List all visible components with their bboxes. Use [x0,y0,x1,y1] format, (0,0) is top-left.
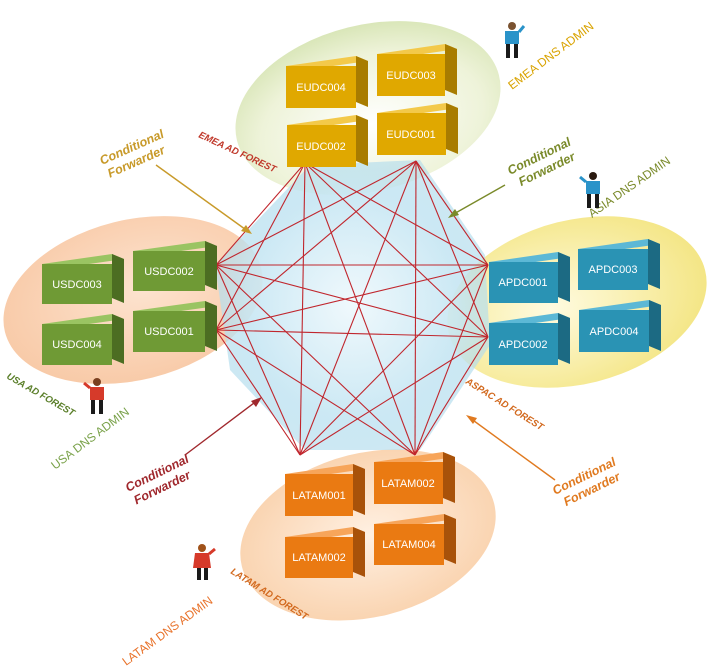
dc-label-apdc003: APDC003 [589,264,638,276]
forwarder-top-right-arrow [451,184,506,216]
dc-label-usdc002: USDC002 [144,266,194,278]
forwarder-top-right-label: Conditional Forwarder [505,133,583,191]
forwarder-bottom-left: Conditional Forwarder [123,397,262,508]
dc-label-usdc001: USDC001 [144,326,194,338]
emea-admin-person-icon [505,22,526,58]
mesh-line [215,160,417,331]
mesh-line [299,160,417,456]
usa-admin-label: USA DNS ADMIN [48,405,132,473]
mesh-line [304,162,416,456]
latam-admin-person-icon [193,544,216,580]
asia-admin-person-icon [579,172,600,208]
usa-admin-person-icon [83,378,104,414]
forwarder-top-left-arrow [155,164,250,233]
latam-forest-area [240,449,496,621]
mesh-line [299,264,489,456]
dc-label-latam004: LATAM004 [382,539,435,551]
forwarder-bottom-right-arrow [469,417,556,481]
forwarder-top-left: Conditional Forwarder [98,126,252,234]
emea-dc-group: EUDC004 EUDC003 EUDC002 EUDC001 [286,44,458,167]
dc-box-usdc001[interactable]: USDC001 [133,301,217,352]
mesh-line [215,264,301,456]
dc-box-apdc002[interactable]: APDC002 [489,313,570,365]
mesh-line [299,336,489,456]
dc-label-eudc004: EUDC004 [296,82,346,94]
mesh-line [304,162,489,266]
mesh-line [215,264,416,456]
dc-label-eudc001: EUDC001 [386,129,436,141]
latam-dc-group: LATAM001 LATAM002 LATAM002 LATAM004 [285,452,456,578]
forwarder-bottom-left-arrow [184,399,259,456]
dc-box-apdc003[interactable]: APDC003 [578,239,660,290]
dc-box-usdc004[interactable]: USDC004 [42,314,124,365]
central-hub [215,160,490,450]
dc-box-apdc001[interactable]: APDC001 [489,252,570,303]
asia-dc-group: APDC001 APDC003 APDC002 APDC004 [489,239,661,365]
dc-box-apdc004[interactable]: APDC004 [579,300,661,352]
forwarder-bottom-left-label: Conditional Forwarder [123,450,201,508]
mesh-line [215,329,489,338]
mesh-line [215,329,301,456]
dc-box-usdc002[interactable]: USDC002 [133,241,217,291]
mesh-line [215,162,306,266]
mesh-line [215,329,416,456]
mesh-line [215,162,306,331]
dc-box-usdc003[interactable]: USDC003 [42,254,124,304]
dc-box-eudc001[interactable]: EUDC001 [377,103,458,155]
forwarder-top-left-label: Conditional Forwarder [98,126,176,182]
dc-label-usdc003: USDC003 [52,279,102,291]
dc-label-eudc003: EUDC003 [386,70,436,82]
mesh-line [414,336,489,456]
dc-label-latam002-a: LATAM002 [381,478,434,490]
dc-label-apdc002: APDC002 [499,339,548,351]
mesh-line [215,264,489,338]
latam-admin-label: LATAM DNS ADMIN [120,593,216,667]
forwarder-bottom-right-label: Conditional Forwarder [550,453,628,511]
trust-mesh [215,160,489,456]
dc-label-latam002-b: LATAM002 [292,552,345,564]
dc-box-latam004[interactable]: LATAM004 [374,514,456,565]
dc-box-latam002-b[interactable]: LATAM002 [285,527,365,578]
dc-box-eudc004[interactable]: EUDC004 [286,56,368,108]
mesh-line [414,160,417,456]
mesh-line [215,160,417,266]
dc-box-eudc002[interactable]: EUDC002 [287,115,368,167]
dc-label-apdc004: APDC004 [590,326,639,338]
dc-box-latam002-a[interactable]: LATAM002 [374,452,455,504]
dc-box-eudc003[interactable]: EUDC003 [377,44,457,96]
mesh-line [304,162,489,338]
mesh-line [215,264,489,331]
dc-box-latam001[interactable]: LATAM001 [285,464,365,516]
dc-label-usdc004: USDC004 [52,339,102,351]
dc-label-apdc001: APDC001 [499,277,548,289]
dc-label-latam001: LATAM001 [292,490,345,502]
dc-label-eudc002: EUDC002 [296,141,346,153]
mesh-line [415,160,489,338]
usa-dc-group: USDC003 USDC002 USDC004 USDC001 [42,241,217,365]
